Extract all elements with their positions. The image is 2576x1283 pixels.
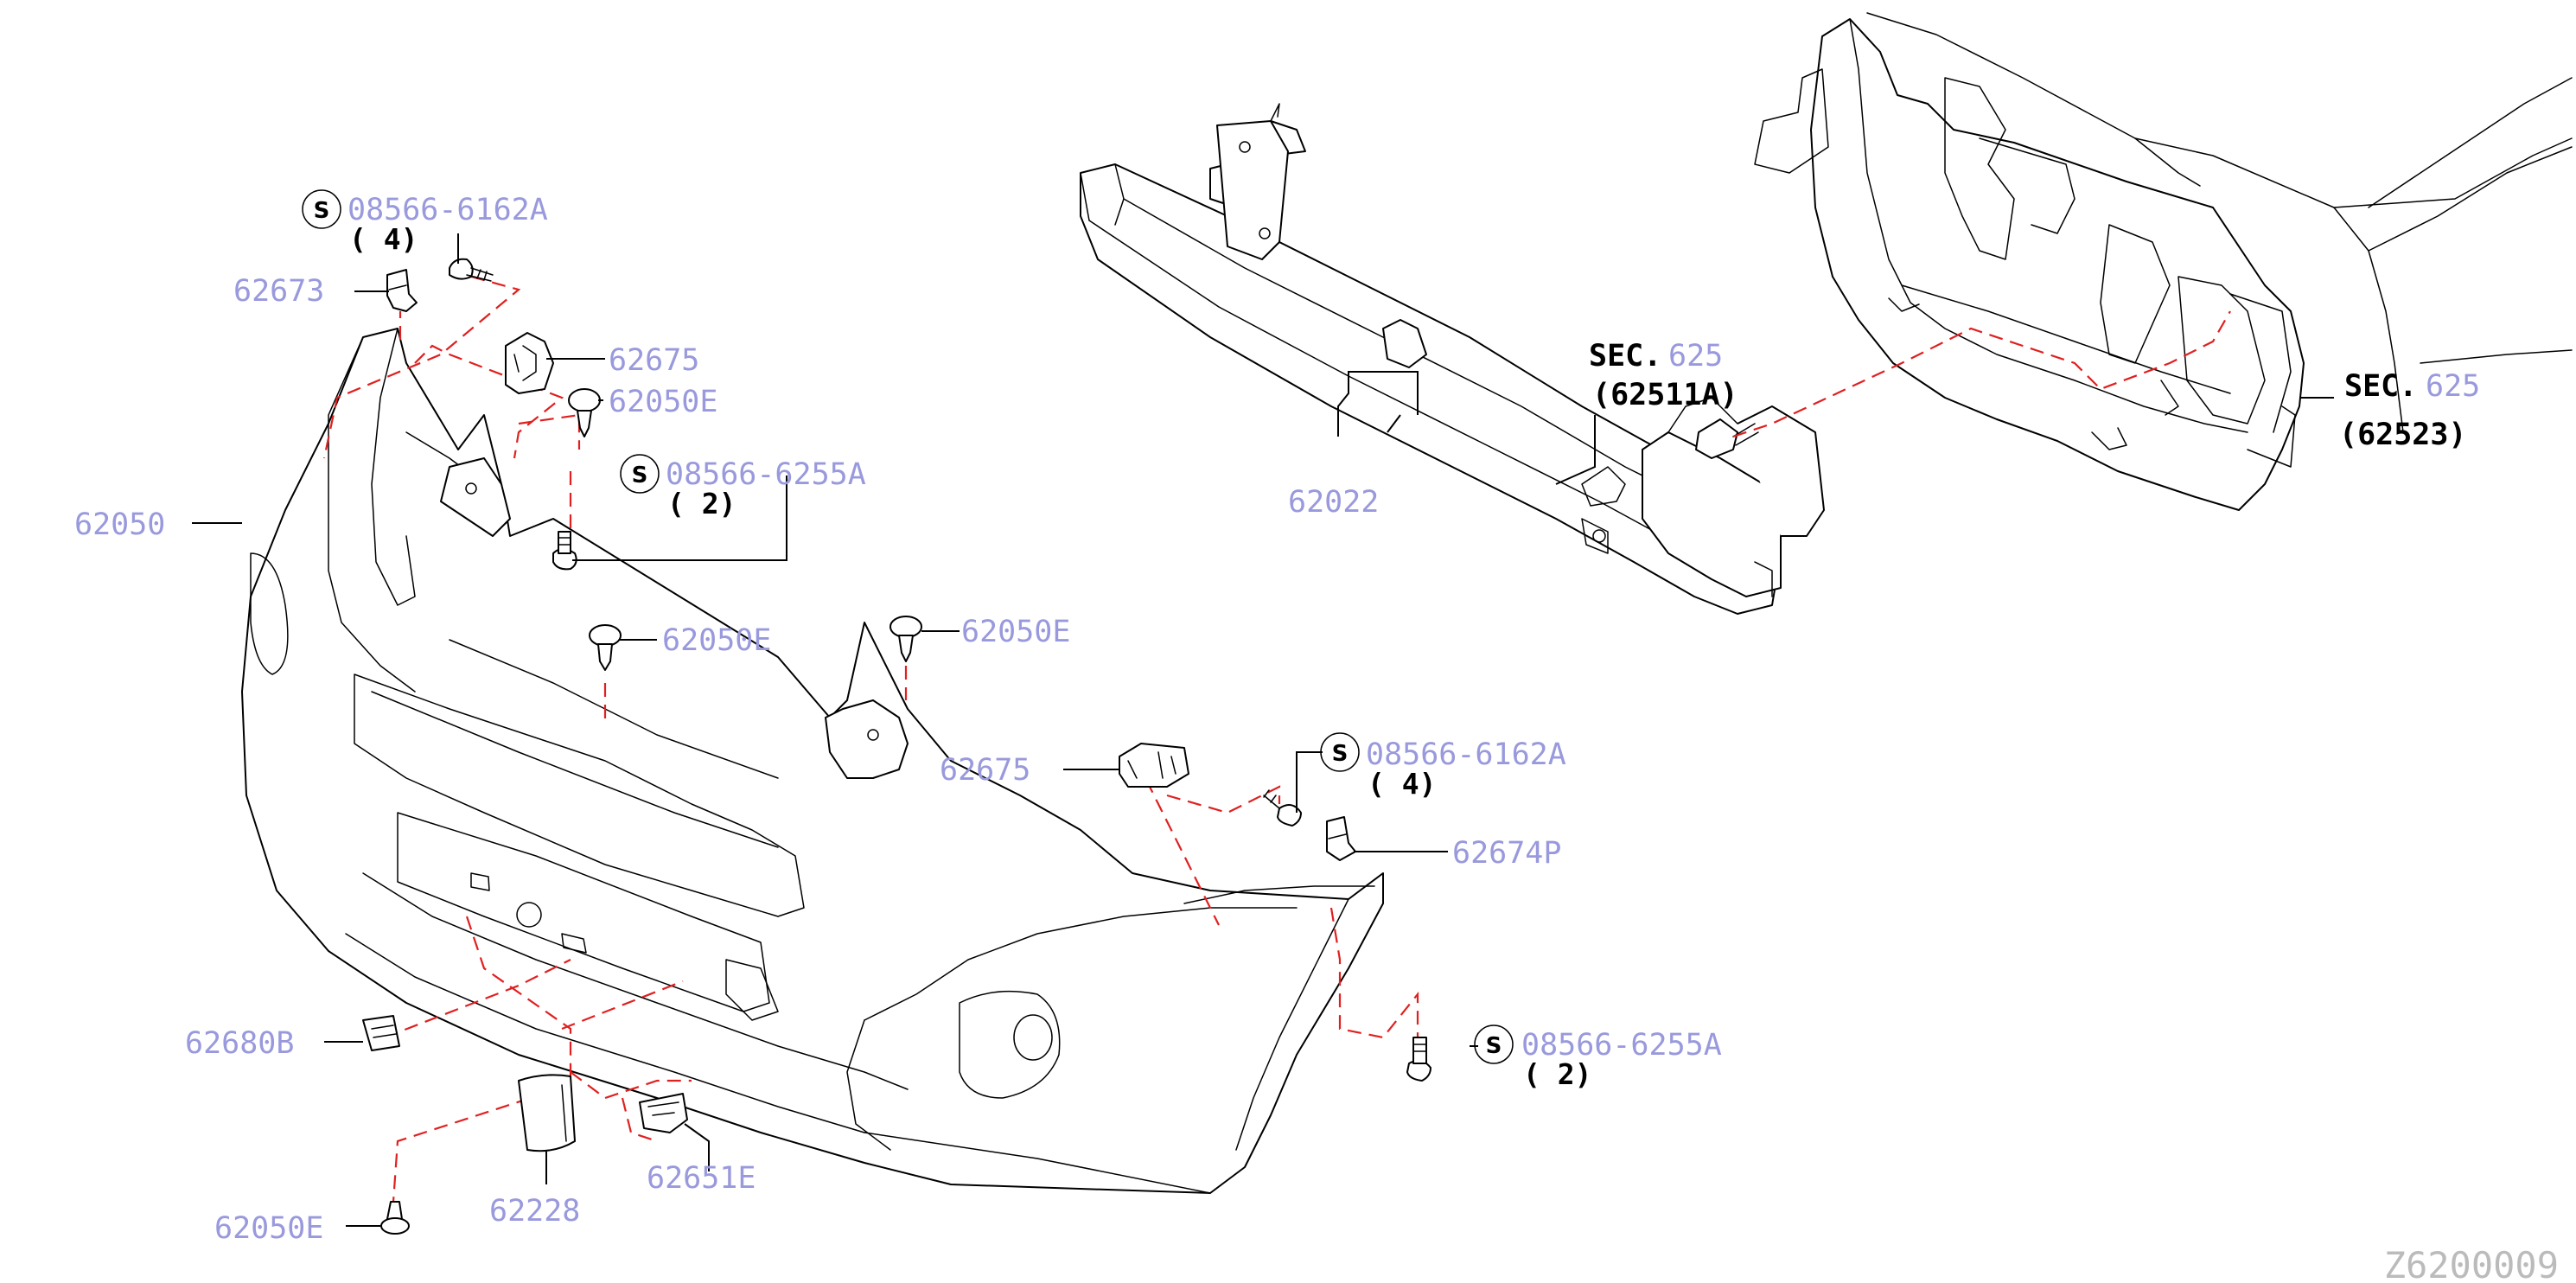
standard-symbol-icon [1320, 732, 1360, 772]
sec-ref-b: 625 [2426, 369, 2480, 404]
rivet-bottom-icon [380, 1201, 410, 1235]
bracket-62675-top-icon [505, 332, 554, 394]
bolt-icon [1695, 418, 1759, 459]
part-label-62675-right: 62675 [940, 753, 1030, 788]
bracket-62680b-icon [362, 1015, 400, 1051]
clip-62674p-icon [1326, 816, 1356, 861]
standard-symbol-icon [1474, 1024, 1514, 1064]
drawing-code: Z6200009 [2384, 1244, 2559, 1283]
part-label-bumper-fascia: 62050 [74, 507, 165, 542]
guide-line [322, 275, 521, 459]
sec-prefix-a: SEC. [1589, 339, 1661, 373]
bracket-62675-right-icon [1119, 743, 1189, 788]
standard-symbol: S [632, 463, 648, 488]
standard-symbol-icon [620, 454, 660, 494]
bumper-fascia [241, 328, 1384, 1194]
sec-ref-a: 625 [1668, 339, 1723, 373]
rivet-top-icon [568, 388, 601, 437]
leader-lines [192, 233, 2334, 1227]
installation-guides [322, 275, 2231, 1203]
sec-sub-a: (62511A) [1592, 378, 1738, 412]
guide-line [1166, 785, 1281, 814]
standard-symbol: S [1332, 741, 1349, 767]
part-label-rivet-center: 62050E [662, 623, 771, 658]
standard-symbol: S [314, 198, 330, 224]
part-label-rivet-right: 62050E [961, 615, 1070, 649]
guide-line [518, 413, 581, 450]
part-label-62674p: 62674P [1452, 836, 1561, 871]
standard-symbol-icon [302, 189, 341, 229]
part-label-62675-top: 62675 [609, 343, 699, 378]
part-label-armature: 62022 [1288, 485, 1379, 520]
screw-right-icon [1263, 789, 1302, 827]
screw-top-icon [449, 258, 494, 282]
part-label-screw-lower: 08566-6255A [1521, 1028, 1722, 1063]
part-label-62228: 62228 [489, 1194, 580, 1229]
guide-line [414, 344, 564, 459]
clip-62673-icon [386, 269, 418, 312]
guide-line [570, 1071, 692, 1100]
part-label-rivet-top: 62050E [609, 385, 717, 419]
guide-line [561, 980, 684, 1031]
screw-lower-icon [1406, 1037, 1431, 1082]
part-label-screw-mid: 08566-6255A [666, 457, 866, 492]
guide-line [1329, 907, 1419, 1050]
guide-line [384, 959, 571, 1039]
screw-mid-icon [552, 531, 577, 571]
cover-62228-icon [518, 1074, 576, 1152]
clip-62651e-icon [639, 1093, 688, 1133]
guide-line [621, 1097, 658, 1143]
part-label-62651e: 62651E [647, 1161, 756, 1196]
sec-sub-b: (62523) [2339, 418, 2467, 452]
qty-screw-right: ( 4) [1368, 767, 1436, 801]
guide-line [1136, 760, 1220, 926]
part-label-62680b: 62680B [185, 1026, 294, 1061]
part-label-screw-right: 08566-6162A [1366, 737, 1566, 772]
standard-symbol: S [1486, 1033, 1502, 1059]
guide-line [392, 916, 572, 1203]
rivet-right-icon [889, 616, 922, 662]
part-label-62673: 62673 [233, 274, 324, 309]
rivet-center-icon [589, 624, 622, 671]
qty-screw-lower: ( 2) [1523, 1057, 1591, 1091]
sec-prefix-b: SEC. [2344, 369, 2417, 404]
guide-line [1732, 310, 2231, 438]
qty-screw-top: ( 4) [349, 222, 418, 256]
part-label-screw-top: 08566-6162A [348, 193, 548, 227]
radiator-core-support [1754, 12, 2573, 511]
part-label-rivet-bottom: 62050E [214, 1211, 323, 1246]
qty-screw-mid: ( 2) [667, 487, 736, 520]
